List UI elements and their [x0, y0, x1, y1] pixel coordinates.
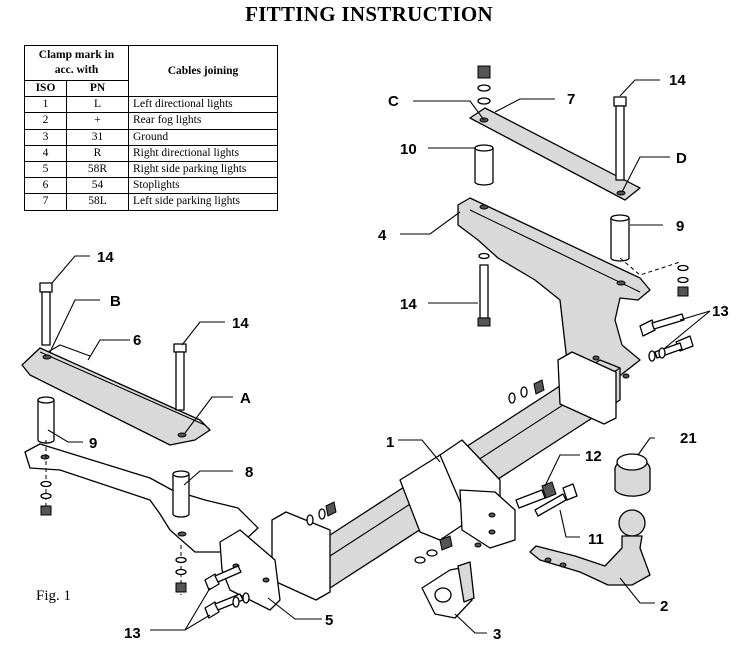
spacer-tube-10	[474, 144, 494, 186]
callout-21: 21	[680, 430, 697, 447]
callout-9-left: 9	[89, 435, 97, 452]
iso-cell: 5	[24, 161, 67, 179]
bolt-14-left	[39, 282, 53, 346]
callout-6: 6	[133, 332, 141, 349]
iso-header: ISO	[24, 79, 67, 98]
socket-plate-3	[421, 561, 475, 619]
pn-cell: 58L	[66, 193, 129, 211]
left-nuts-washers	[40, 480, 187, 593]
bolt-14-mid	[173, 343, 187, 411]
callout-14-under: 14	[400, 296, 417, 313]
pn-cell: 58R	[66, 161, 129, 179]
tow-ball-2	[529, 509, 651, 586]
pn-header: PN	[66, 79, 129, 98]
bolt-14-under	[477, 252, 491, 327]
spacer-tube-9-right	[610, 214, 630, 262]
clamp-mark-header: Clamp mark in acc. with	[24, 45, 129, 81]
callout-13-right: 13	[712, 303, 729, 320]
cable-cell: Left side parking lights	[128, 193, 278, 211]
callout-14-left: 14	[97, 249, 114, 266]
callout-14-mid: 14	[232, 315, 249, 332]
callout-8: 8	[245, 464, 253, 481]
cable-joining-table: Clamp mark in acc. with Cables joining I…	[24, 44, 278, 211]
left-mounting-plate	[24, 443, 259, 553]
callout-4: 4	[378, 227, 387, 244]
bolts-13-right	[639, 313, 694, 362]
callout-10: 10	[400, 141, 417, 158]
callout-5: 5	[325, 612, 333, 629]
right-bracket-4	[457, 197, 651, 386]
callout-C: C	[388, 93, 399, 110]
leader-lines	[47, 79, 711, 634]
cable-cell: Right side parking lights	[128, 161, 278, 179]
callout-1: 1	[386, 434, 394, 451]
cable-cell: Right directional lights	[128, 144, 278, 163]
callout-11: 11	[588, 531, 604, 548]
top-plate-7	[469, 107, 641, 201]
spacer-tube-9-left	[37, 396, 55, 444]
callout-13-left: 13	[124, 625, 141, 642]
callout-7: 7	[567, 91, 575, 108]
main-crossbar-1	[271, 351, 621, 601]
callout-12: 12	[585, 448, 602, 465]
callout-3: 3	[493, 626, 501, 643]
callout-A: A	[240, 390, 251, 407]
left-spacer-plate-6	[21, 344, 211, 446]
nut-stack-top	[477, 65, 491, 105]
cable-cell: Left directional lights	[128, 96, 278, 114]
callout-B: B	[110, 293, 121, 310]
callout-D: D	[676, 150, 687, 167]
page-title: FITTING INSTRUCTION	[245, 2, 493, 26]
bolt-14-top-right	[613, 96, 627, 181]
callout-14-top-right: 14	[669, 72, 686, 89]
right-nuts-washers	[677, 264, 689, 297]
spacer-tube-8	[172, 470, 190, 518]
callout-2: 2	[660, 598, 668, 615]
callout-9-right: 9	[676, 218, 684, 235]
cable-cell: Stoplights	[128, 177, 278, 195]
bolt-11	[534, 483, 578, 517]
pn-cell: L	[66, 96, 129, 114]
cables-joining-header: Cables joining	[128, 44, 278, 98]
crossbar-nuts-washers	[306, 379, 545, 564]
ball-cap-21	[614, 453, 651, 497]
left-side-bracket-5	[219, 529, 281, 611]
figure-label: Fig. 1	[36, 588, 71, 604]
bolts-13-left	[204, 565, 250, 619]
